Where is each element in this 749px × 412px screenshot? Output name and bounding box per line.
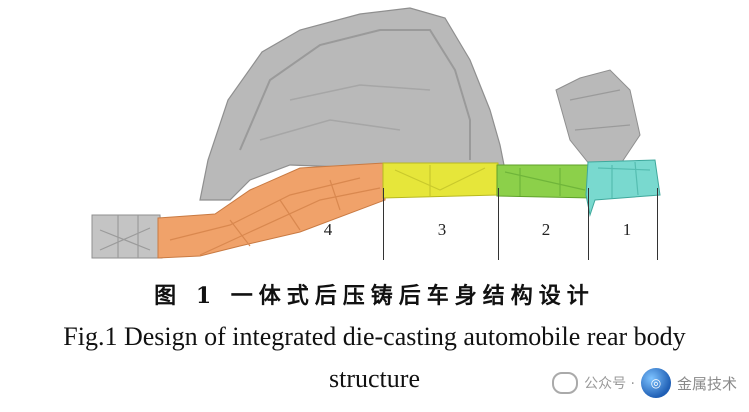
watermark-text: 公众号 · [584, 376, 635, 392]
rear-pillar-gray [555, 69, 641, 166]
zone-label-2: 2 [541, 220, 551, 239]
figure-caption-english-continued: structure [329, 364, 420, 393]
wechat-bubble-icon [552, 372, 579, 394]
zone-label-4: 4 [323, 220, 333, 239]
wheel-house-gray [199, 7, 506, 201]
metal-tech-logo-icon: ◎ [640, 368, 671, 398]
figure-caption-english: Fig.1 Design of integrated die-casting a… [63, 322, 686, 351]
zone-3-part [382, 162, 499, 199]
zone-label-1: 1 [622, 220, 632, 239]
zone-divider-line [588, 188, 589, 260]
figure-caption-chinese: 图 1 一体式后压铸后车身结构设计 [154, 283, 595, 309]
zone-divider-line [383, 188, 384, 260]
zone-4-part [157, 162, 386, 259]
wechat-watermark: 公众号 · ◎ 金属技术 [552, 368, 737, 398]
zone-divider-line [498, 188, 499, 260]
zone-label-3: 3 [437, 220, 447, 239]
zone-1-part [585, 159, 661, 217]
rear-rail-gray [91, 214, 163, 259]
watermark-brand: 金属技术 [676, 374, 737, 393]
zone-divider-line [657, 188, 658, 260]
rear-body-structure-figure [91, 7, 661, 259]
